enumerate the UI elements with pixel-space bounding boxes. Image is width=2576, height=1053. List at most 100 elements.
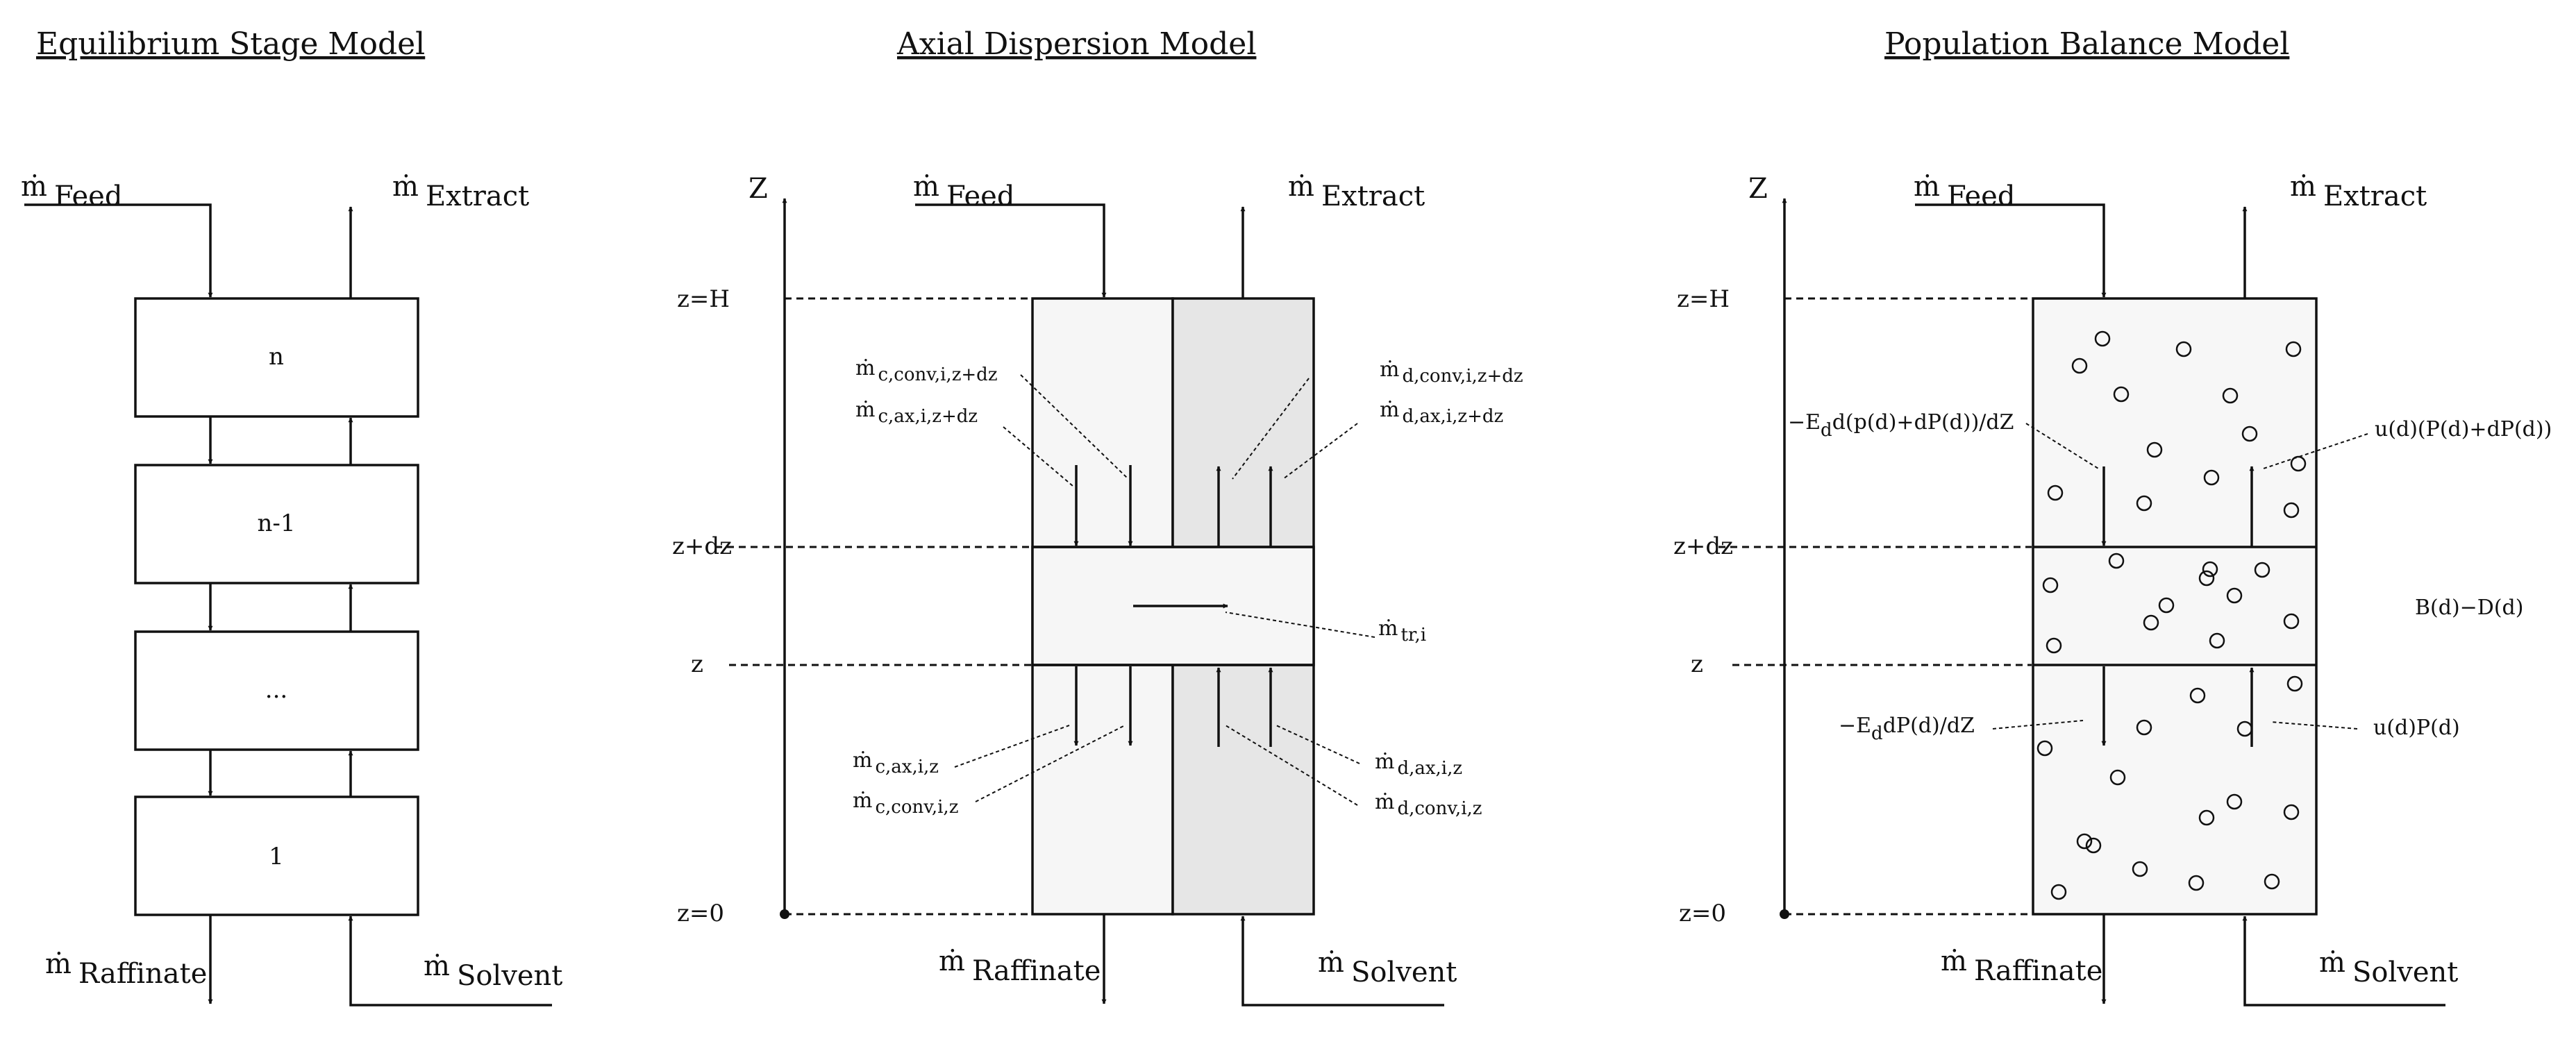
- droplet: [2222, 387, 2239, 404]
- axis-name: Z: [748, 173, 768, 205]
- droplet: [2209, 632, 2225, 649]
- droplet: [2036, 740, 2053, 757]
- droplet: [2158, 597, 2175, 614]
- droplet: [2254, 562, 2270, 578]
- tick-label-zH-pbm: z=H: [1677, 285, 1730, 313]
- droplet: [2283, 804, 2300, 820]
- droplet: [2290, 455, 2307, 472]
- tick-label-zH: z=H: [677, 285, 730, 313]
- droplet: [2071, 357, 2088, 374]
- droplet: [2046, 637, 2062, 654]
- leader-line: [975, 725, 1126, 802]
- droplet: [2076, 833, 2093, 850]
- droplet: [2132, 861, 2148, 877]
- droplet: [2283, 502, 2300, 519]
- droplet: [2136, 495, 2152, 512]
- droplet: [2188, 875, 2205, 891]
- tick-label-z0: z=0: [677, 900, 724, 927]
- leader-line: [2270, 721, 2358, 730]
- stage-label-1: 1: [269, 843, 284, 870]
- droplet: [2085, 837, 2102, 854]
- stage-label-n: n: [269, 343, 284, 371]
- droplet: [2050, 884, 2067, 900]
- leader-line: [1225, 725, 1358, 806]
- label-velocity-top: u(d)(P(d)+dP(d)): [2375, 417, 2552, 441]
- tick-label-z0-pbm: z=0: [1679, 900, 1726, 927]
- droplet: [2175, 341, 2192, 357]
- droplet: [2042, 577, 2059, 593]
- leader-line: [2025, 423, 2099, 469]
- droplet: [2226, 587, 2243, 604]
- stage-box-n-1: [134, 464, 419, 584]
- leader-line: [954, 725, 1070, 768]
- droplet: [2136, 719, 2152, 736]
- droplet: [2198, 570, 2215, 587]
- tick-label-z: z: [691, 650, 703, 678]
- droplet: [2286, 675, 2303, 692]
- droplet: [2109, 769, 2126, 786]
- leader-line: [1232, 378, 1310, 480]
- title-axial-dispersion: Axial Dispersion Model: [896, 26, 1256, 62]
- stage-box-dots: [134, 630, 419, 751]
- label-dispersion-top: −Edd(p(d)+dP(d))/dZ: [1788, 410, 2014, 441]
- droplet: [2203, 469, 2220, 486]
- leader-line: [1282, 423, 1358, 480]
- droplet: [2241, 426, 2258, 442]
- stage-label-dots: ...: [265, 676, 287, 704]
- leader-line: [1225, 612, 1375, 638]
- leader-line: [1276, 725, 1360, 764]
- droplet: [2226, 793, 2243, 810]
- title-equilibrium-stage: Equilibrium Stage Model: [36, 26, 425, 62]
- droplet: [2202, 561, 2218, 578]
- droplet: [2189, 687, 2206, 704]
- leader-line: [1003, 426, 1073, 487]
- solvent-arrow-pbm: [2242, 916, 2445, 1006]
- tick-label-zdz: z+dz: [672, 532, 732, 560]
- droplet: [2143, 614, 2159, 631]
- label-dispersion-bot: −EddP(d)/dZ: [1839, 714, 1975, 744]
- feed-arrow: [24, 203, 213, 298]
- droplet: [2047, 485, 2064, 501]
- label-source-term: B(d)−D(d): [2415, 596, 2523, 620]
- feed-arrow-pbm: [1915, 203, 2107, 298]
- droplet: [2264, 873, 2280, 890]
- droplet: [2094, 330, 2111, 347]
- pbm-column: [2032, 297, 2318, 916]
- solvent-arrow: [348, 916, 552, 1006]
- axis-name-pbm: Z: [1748, 173, 1768, 205]
- feed-arrow-center: [915, 203, 1107, 298]
- solvent-arrow-center: [1240, 916, 1444, 1006]
- stage-box-1: [134, 795, 419, 916]
- droplets: [2036, 330, 2307, 900]
- stage-label-n-1: n-1: [257, 509, 295, 537]
- title-population-balance: Population Balance Model: [1884, 26, 2289, 62]
- droplet: [2108, 553, 2125, 569]
- label-velocity-bot: u(d)P(d): [2373, 716, 2460, 740]
- droplet: [2198, 809, 2215, 826]
- tick-label-z-pbm: z: [1691, 650, 1703, 678]
- leader-line: [1992, 720, 2084, 730]
